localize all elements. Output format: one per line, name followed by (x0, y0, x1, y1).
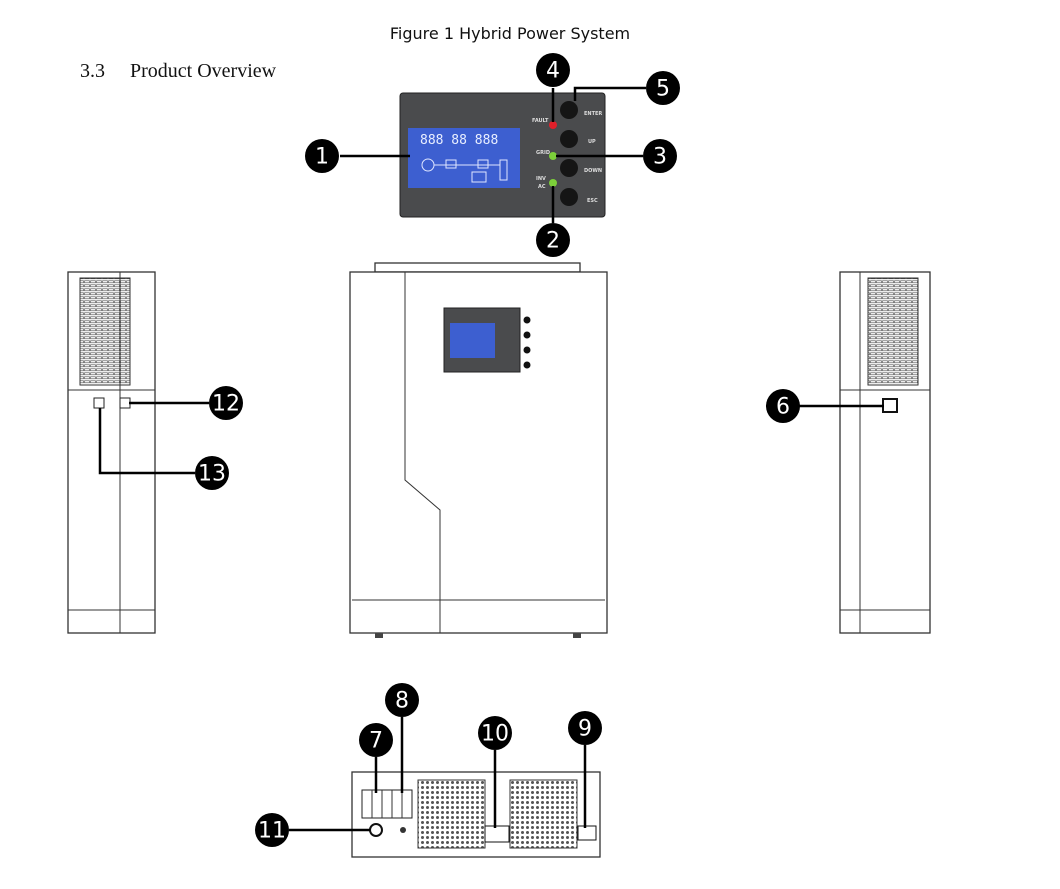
usb-port (119, 397, 131, 409)
section-number: 3.3 (80, 60, 105, 82)
bottom-view-unit (351, 771, 601, 858)
down-label: DOWN (584, 168, 602, 174)
communication-port (93, 397, 105, 409)
callout-4: 4 (536, 53, 570, 87)
grid-led (549, 152, 557, 160)
callout-9: 9 (568, 711, 602, 745)
svg-text:4: 4 (546, 59, 560, 84)
svg-text:13: 13 (198, 462, 226, 487)
lcd-segments: 888 88 888 (420, 133, 508, 183)
callout-1: 1 (305, 139, 339, 173)
callout-7: 7 (359, 723, 393, 757)
svg-text:9: 9 (578, 717, 592, 742)
leader-lines (98, 86, 884, 832)
enter-label: ENTER (584, 111, 602, 117)
up-button[interactable] (560, 130, 578, 148)
svg-text:10: 10 (481, 722, 509, 747)
section-title: Product Overview (130, 60, 277, 82)
power-switch (882, 398, 898, 413)
esc-button[interactable] (560, 188, 578, 206)
terminal-block (361, 789, 413, 819)
parallel-ports (484, 825, 510, 843)
callout-2: 2 (536, 223, 570, 257)
figure-caption: Figure 1 Hybrid Power System (389, 24, 631, 43)
callout-8: 8 (385, 683, 419, 717)
svg-text:888 88 888: 888 88 888 (420, 133, 498, 148)
section-heading: 3.3 Product Overview (80, 60, 276, 83)
callout-11: 11 (255, 813, 289, 847)
front-view-unit (349, 262, 608, 638)
callout-3: 3 (643, 139, 677, 173)
fault-label: FAULT (532, 118, 549, 124)
enter-button[interactable] (560, 101, 578, 119)
svg-text:5: 5 (656, 77, 670, 102)
svg-text:12: 12 (212, 392, 240, 417)
inv-led (549, 179, 557, 187)
down-button[interactable] (560, 159, 578, 177)
svg-text:6: 6 (776, 395, 790, 420)
inv-label: INV (536, 176, 546, 182)
right-side-unit (839, 271, 931, 634)
svg-text:3: 3 (653, 145, 667, 170)
esc-label: ESC (587, 198, 598, 204)
svg-text:2: 2 (546, 229, 560, 254)
grid-label: GRID (536, 150, 550, 156)
dry-contact (577, 825, 597, 841)
callout-5: 5 (646, 71, 680, 105)
fan-right (509, 779, 578, 849)
callout-13: 13 (195, 456, 229, 490)
up-label: UP (588, 139, 596, 145)
fan-left (417, 779, 486, 849)
circuit-breaker (369, 823, 383, 837)
left-side-unit (67, 271, 156, 634)
svg-text:11: 11 (258, 819, 286, 844)
callout-6: 6 (766, 389, 800, 423)
svg-text:8: 8 (395, 689, 409, 714)
fault-led (549, 121, 557, 129)
svg-text:1: 1 (315, 145, 329, 170)
callout-10: 10 (478, 716, 512, 750)
ac-label: AC (538, 184, 546, 190)
lcd-screen (408, 128, 520, 188)
callout-12: 12 (209, 386, 243, 420)
svg-text:7: 7 (369, 729, 383, 754)
